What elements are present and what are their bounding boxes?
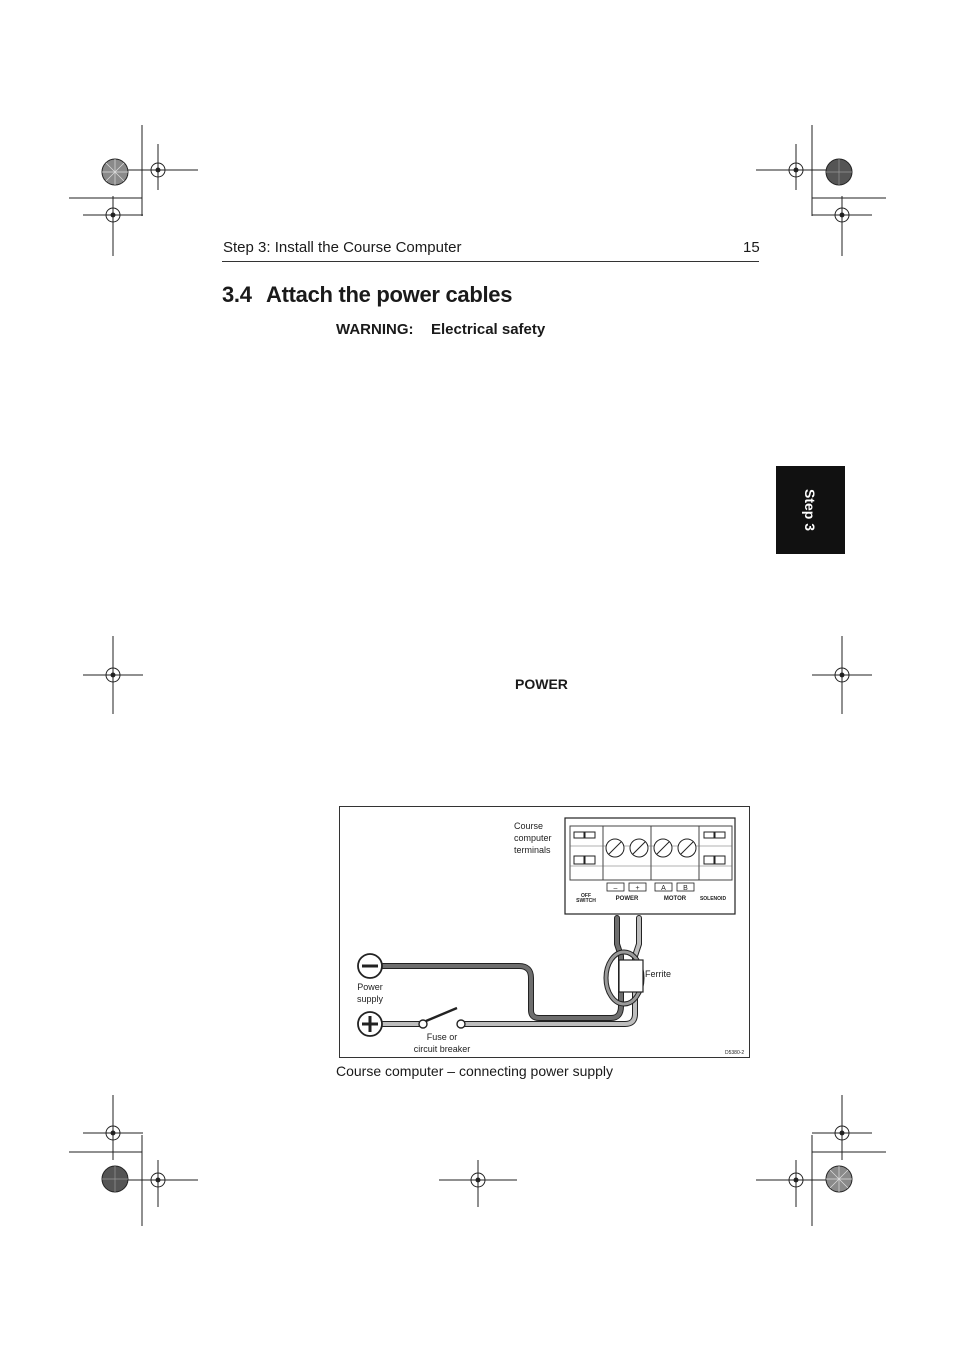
warning-text: Electrical safety (431, 321, 546, 338)
running-header: Step 3: Install the Course Computer (223, 239, 462, 256)
ferrite-label: Ferrite (645, 969, 671, 979)
figure-caption: Course computer – connecting power suppl… (336, 1063, 614, 1079)
power-supply-label-1: Power (357, 982, 383, 992)
side-tab-label: Step 3 (802, 488, 818, 532)
section-number: 3.4 (222, 282, 252, 307)
terminal-sign-b: B (683, 885, 688, 892)
off-switch-label-2: SWITCH (576, 898, 596, 904)
terminal-sign-negative: – (614, 885, 618, 892)
terminals-label: Course computer terminals (514, 821, 552, 855)
terminal-sign-a: A (661, 885, 666, 892)
terminal-sign-positive: + (635, 885, 639, 892)
power-group-label: POWER (616, 896, 639, 902)
section-title: 3.4 Attach the power cables (222, 282, 512, 308)
ferrite-core (618, 959, 644, 993)
section-heading: Attach the power cables (266, 282, 513, 307)
fuse-switch-icon (418, 1006, 466, 1029)
warning-label: WARNING: (336, 321, 414, 338)
warning-heading: WARNING: Electrical safety (336, 321, 545, 338)
page-number: 15 (743, 239, 760, 256)
power-supply-label-2: supply (357, 994, 384, 1004)
terminal-block: – + A B OFF SWITCH SOLENOID POWER MOTOR (564, 817, 736, 915)
power-terminal-label: POWER (515, 676, 568, 692)
positive-terminal-icon (357, 1011, 383, 1037)
step-side-tab: Step 3 (776, 466, 845, 554)
motor-group-label: MOTOR (664, 896, 687, 902)
off-switch-label-1: OFF (581, 893, 591, 899)
negative-terminal-icon (357, 953, 383, 979)
drawing-id: D5380-2 (725, 1050, 744, 1056)
fuse-label-2: circuit breaker (414, 1044, 471, 1054)
fuse-label-1: Fuse or (427, 1032, 458, 1042)
solenoid-label: SOLENOID (700, 896, 727, 902)
terminals-label-line-2: computer (514, 833, 552, 843)
terminals-label-line-3: terminals (514, 845, 551, 855)
positive-cable (458, 915, 642, 1027)
figure-frame (339, 806, 750, 1058)
terminals-label-line-1: Course (514, 821, 543, 831)
header-rule (222, 261, 759, 262)
wiring-diagram: – + A B OFF SWITCH SOLENOID POWER MOTOR … (357, 817, 744, 1056)
